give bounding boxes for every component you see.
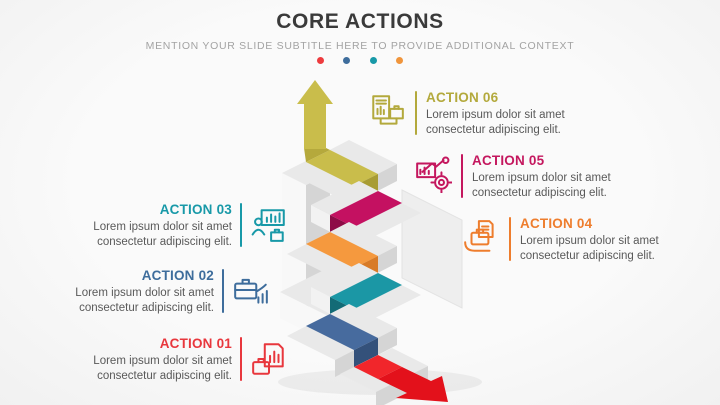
ribbon-segment-6-yellow [306,150,378,186]
accent-dot-red [316,57,324,64]
down-arrow [378,367,448,402]
accent-dot-orange [396,57,404,64]
action-item-04: ACTION 04 Lorem ipsum dolor sit amet con… [462,216,712,264]
ribbon-segment-1-red [354,355,402,379]
slide-title: CORE ACTIONS [276,10,444,33]
accent-dot-blue [343,57,351,64]
accent-dots [0,57,720,75]
ribbon-segment-5-magenta [330,191,402,227]
action-item-06: ACTION 06 Lorem ipsum dolor sit amet con… [368,90,618,138]
action-06-label: ACTION 06 [426,90,499,105]
up-arrow [297,80,333,162]
action-01-label: ACTION 01 [159,336,232,351]
action-item-02: ACTION 02 Lorem ipsum dolor sit amet con… [42,268,270,316]
action-06-description: Lorem ipsum dolor sit amet consectetur a… [426,109,565,137]
document-organization-icon [368,92,406,130]
action-01-divider [240,337,242,381]
action-item-03: ACTION 03 Lorem ipsum dolor sit amet con… [60,202,288,250]
briefcase-growth-chart-icon [232,272,270,310]
ribbon-segment-3-teal [330,273,402,309]
chart-target-icon [414,155,452,193]
action-05-divider [461,154,463,198]
hand-briefcase-icon [462,218,500,256]
action-04-description: Lorem ipsum dolor sit amet consectetur a… [520,235,659,263]
stair-tower [282,161,330,308]
stair-step-6 [340,348,448,405]
stair-step-2 [311,181,421,254]
action-01-description: Lorem ipsum dolor sit amet consectetur a… [93,355,232,383]
action-item-01: ACTION 01 Lorem ipsum dolor sit amet con… [60,336,288,384]
action-03-divider [240,203,242,247]
presenter-chart-icon [250,206,288,244]
action-06-divider [415,91,417,135]
action-03-label: ACTION 03 [159,202,232,217]
action-02-label: ACTION 02 [141,268,214,283]
ribbon-segment-2-blue [306,314,378,350]
stair-step-3 [287,222,397,295]
action-02-divider [222,269,224,313]
action-02-description: Lorem ipsum dolor sit amet consectetur a… [75,287,214,315]
ribbon-segment-4-orange [306,232,378,268]
stair-step-5 [287,304,397,377]
action-04-label: ACTION 04 [520,216,593,231]
action-05-label: ACTION 05 [472,153,545,168]
stair-platform [280,268,376,342]
stair-step-1 [287,140,397,213]
action-item-05: ACTION 05 Lorem ipsum dolor sit amet con… [414,153,664,201]
action-03-description: Lorem ipsum dolor sit amet consectetur a… [93,221,232,249]
ground-shadow [278,369,482,395]
accent-dot-teal [369,57,377,64]
action-05-description: Lorem ipsum dolor sit amet consectetur a… [472,172,611,200]
briefcase-report-icon [250,340,288,378]
slide-subtitle: MENTION YOUR SLIDE SUBTITLE HERE TO PROV… [145,40,575,52]
action-04-divider [509,217,511,261]
stair-side-panel [401,189,463,309]
stair-step-4 [311,263,421,336]
